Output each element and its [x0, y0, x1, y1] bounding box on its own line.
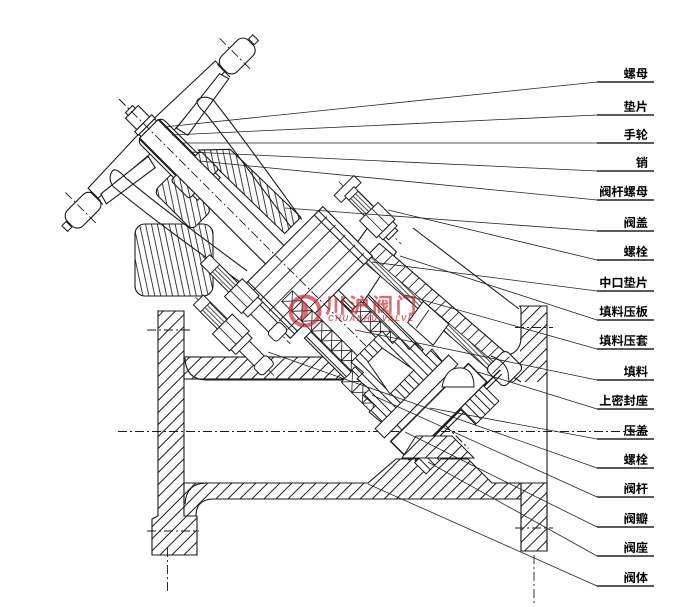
svg-text:CHUANHU VALVE: CHUANHU VALVE	[328, 314, 415, 323]
